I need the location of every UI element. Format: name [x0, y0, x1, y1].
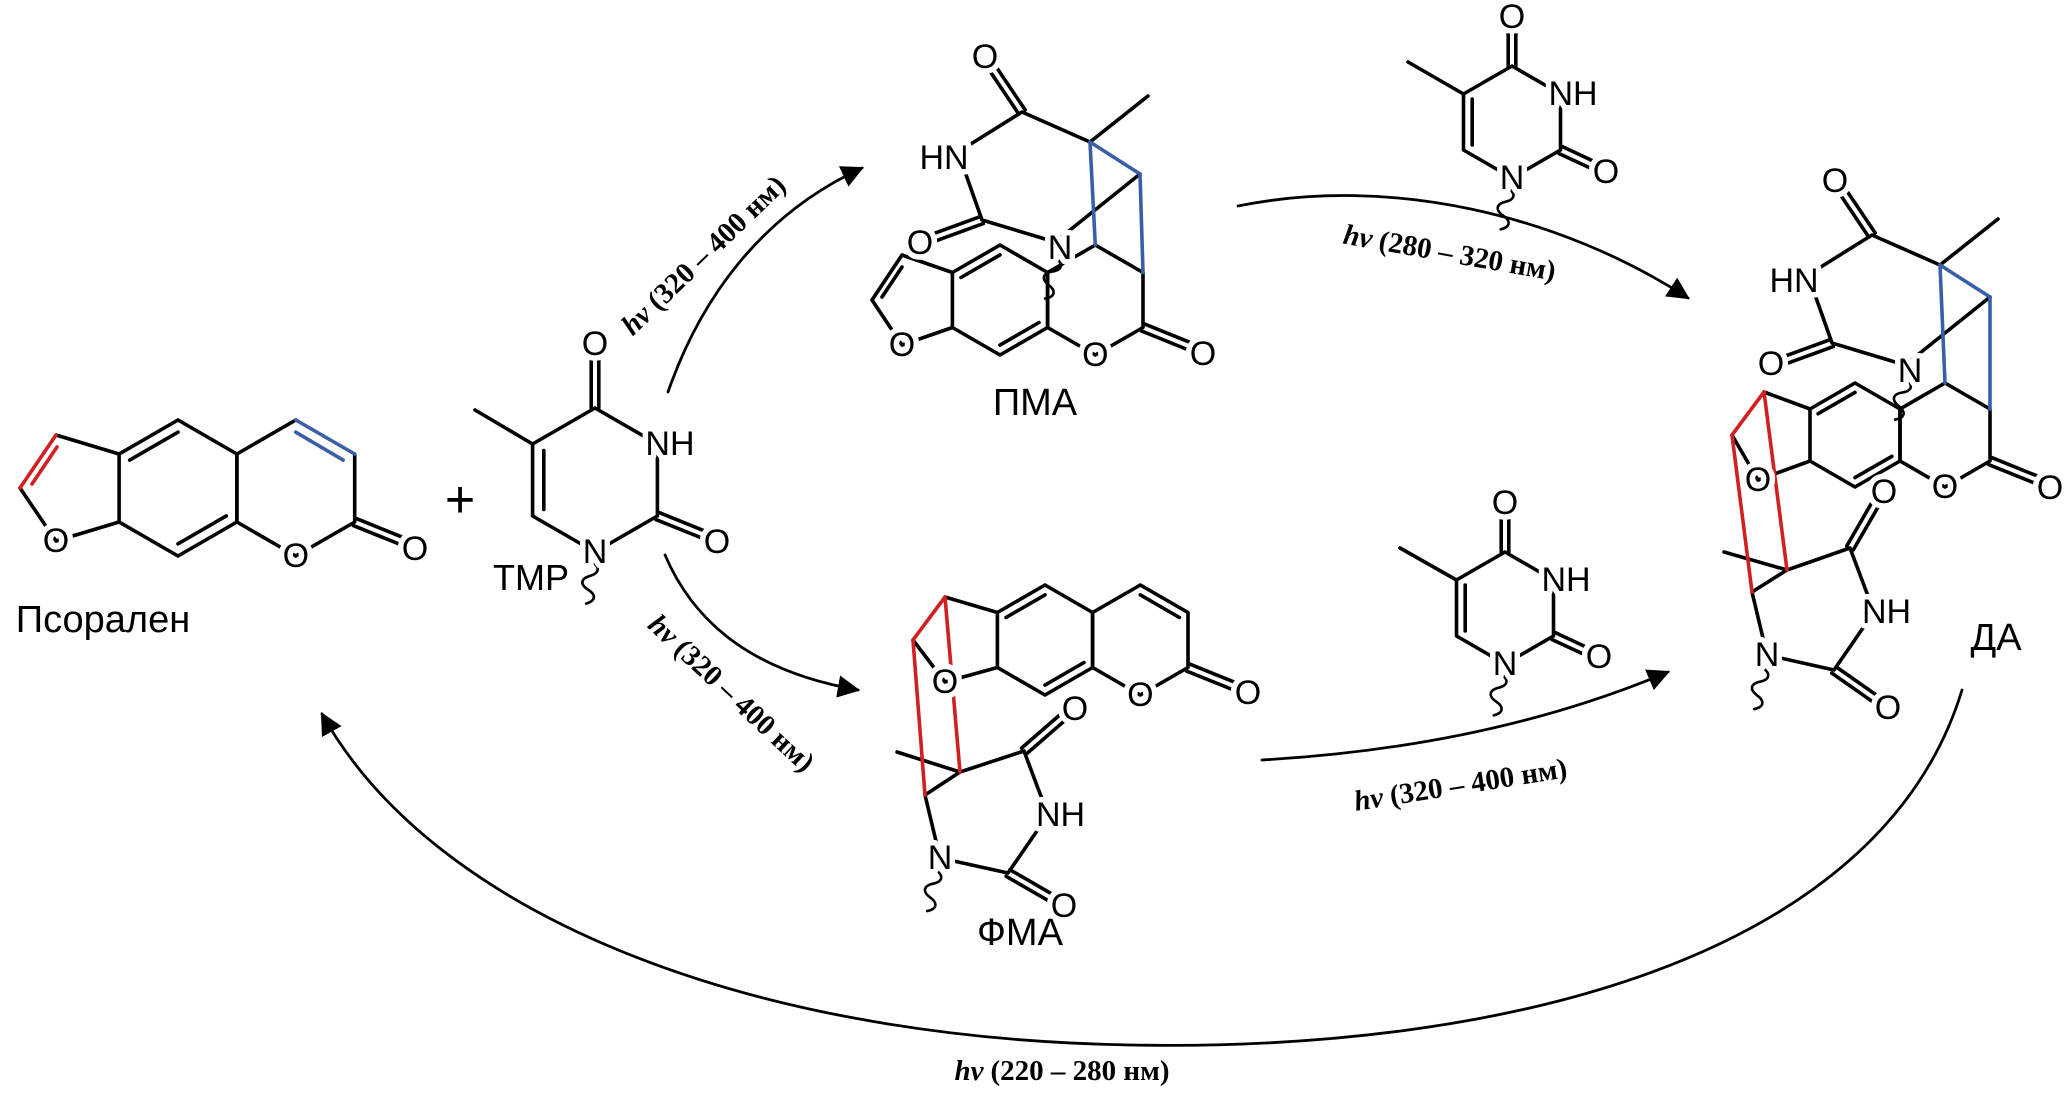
fma-bonds — [895, 583, 1238, 914]
atom-nh: NH — [1549, 75, 1598, 113]
atom-hn: HN — [919, 139, 968, 177]
thymine-middle-bonds — [1398, 514, 1590, 718]
pma-label: ПМА — [993, 382, 1078, 424]
pma-cyclobutane-bonds — [1088, 140, 1145, 275]
atom-nh: NH — [1862, 593, 1911, 631]
thymine-structure-top: O O NH N — [1406, 0, 1625, 232]
atom-o: O — [1871, 473, 1897, 511]
atom-o: O — [1492, 484, 1518, 522]
fma-furan-cyclobutane-bonds — [911, 595, 962, 797]
atom-hn: HN — [1769, 262, 1818, 300]
arrow-label-da-to-psoralen: hν(220 – 280 нм) — [954, 1055, 1169, 1087]
psoralen-label: Псорален — [16, 599, 190, 641]
atom-o: O — [1586, 638, 1612, 676]
atom-n: N — [1898, 352, 1923, 390]
atom-o: O — [1593, 153, 1619, 191]
atom-n: N — [1493, 645, 1518, 683]
atom-n: N — [1500, 159, 1525, 197]
da-furan-cyclobutane-bonds — [1730, 390, 1789, 594]
atom-o: O — [402, 530, 428, 568]
atom-o: O — [1062, 690, 1088, 728]
atom-o: O — [1745, 461, 1771, 499]
arrow-pma-to-da: hν(280 – 320 нм) — [1236, 194, 1690, 300]
tmp-bonds — [473, 356, 707, 606]
thymine-structure-middle: O O NH N — [1398, 479, 1618, 718]
tmp-structure: O O NH N TMP — [473, 320, 736, 606]
atom-o: O — [932, 663, 958, 701]
atom-o: O — [889, 326, 915, 364]
atom-n: N — [1048, 229, 1073, 267]
plus-sign: + — [445, 471, 475, 529]
atom-nh: NH — [1036, 796, 1085, 834]
atom-o: O — [1875, 689, 1901, 727]
arrow-fma-to-da: hν(320 – 400 нм) — [1260, 669, 1671, 818]
fma-label: ФМА — [977, 912, 1064, 954]
arrow-label-tmp-to-fma: hν(320 – 400 нм) — [642, 608, 821, 778]
psoralen-bonds — [18, 418, 405, 558]
arrow-da-to-psoralen: hν(220 – 280 нм) — [320, 688, 1964, 1087]
atom-n: N — [583, 533, 608, 571]
atom-o: O — [1127, 676, 1153, 714]
pma-bonds — [870, 66, 1193, 357]
arrow-tmp-to-fma: hν(320 – 400 нм) — [642, 553, 861, 778]
atom-o: O — [2037, 469, 2063, 507]
atom-o: O — [1190, 335, 1216, 373]
atom-n: N — [1755, 636, 1780, 674]
atom-o: O — [1082, 336, 1108, 374]
arrow-label-pma-to-da: hν(280 – 320 нм) — [1341, 219, 1558, 288]
atom-nh: NH — [645, 425, 694, 463]
atom-o: O — [1822, 162, 1848, 200]
atom-o: O — [283, 537, 309, 575]
arrow-tmp-to-pma: hν(320 – 400 нм) — [615, 166, 865, 394]
atom-o: O — [1499, 0, 1525, 36]
fma-structure: O O O O O NH N ФМА — [895, 583, 1267, 954]
thymine-top-bonds — [1406, 28, 1597, 232]
arrow-label-fma-to-da: hν(320 – 400 нм) — [1352, 752, 1569, 817]
atom-n: N — [928, 839, 953, 877]
tmp-label: TMP — [493, 557, 569, 598]
atom-o: O — [972, 38, 998, 76]
atom-o: O — [582, 325, 608, 363]
da-structure: O O O O O HN N O O NH N ДА — [1722, 157, 2067, 733]
psoralen-pyrone-highlight-bonds — [293, 418, 357, 462]
pma-structure: O O O O O HN N ПМА — [870, 33, 1222, 424]
da-pyrone-cyclobutane-bonds — [1938, 263, 1992, 411]
atom-o: O — [1758, 345, 1784, 383]
psoralen-furan-highlight-bonds — [18, 433, 59, 490]
atom-o: O — [1051, 887, 1077, 925]
psoralen-structure: O O O Псорален — [16, 418, 434, 641]
atom-nh: NH — [1542, 561, 1591, 599]
atom-o: O — [704, 523, 730, 561]
da-label: ДА — [1970, 617, 2022, 659]
atom-o: O — [1932, 468, 1958, 506]
atom-o: O — [1235, 674, 1261, 712]
atom-o: O — [907, 224, 933, 262]
atom-o: O — [43, 522, 69, 560]
